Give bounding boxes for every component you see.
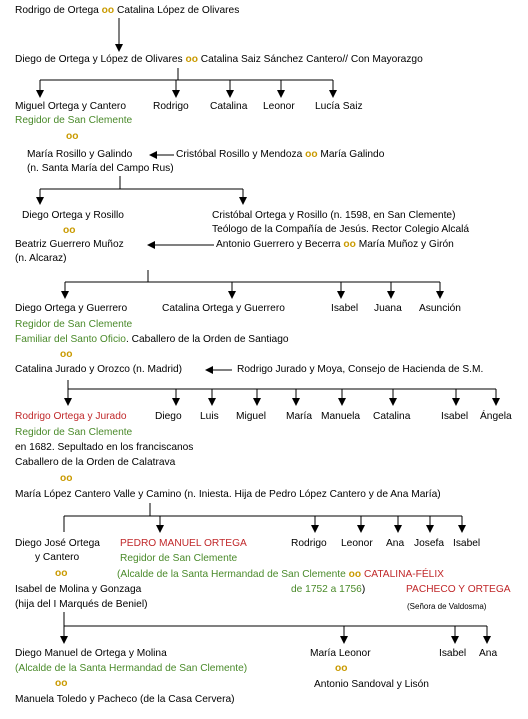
marriage-symbol-gen5: oo <box>60 349 73 360</box>
person-antonio-sandoval: Antonio Sandoval y Lisón <box>314 679 429 690</box>
office-pedro: Regidor de San Clemente <box>120 553 238 564</box>
marriage-symbol: oo <box>343 239 356 250</box>
person-isabel-gen5: Isabel <box>331 303 359 314</box>
person-lucia-saiz: Lucía Saiz <box>315 101 363 112</box>
person-maria-rosillo: María Rosillo y Galindo <box>27 149 133 160</box>
person-maria-galindo: María Galindo <box>320 149 385 160</box>
familiar-santo-oficio: Familiar del Santo Oficio <box>15 334 126 345</box>
marriage-symbol-leonor: oo <box>335 663 348 674</box>
office-rodrigo-gen6: Regidor de San Clemente <box>15 427 133 438</box>
origin-beatriz: (n. Alcaraz) <box>15 253 67 264</box>
marriage-symbol: oo <box>305 149 318 160</box>
person-josefa-gen7: Josefa <box>414 538 445 549</box>
marriage-symbol-gen6: oo <box>60 473 73 484</box>
person-miguel-ortega: Miguel Ortega y Cantero <box>15 101 126 112</box>
marriage-symbol: oo <box>185 54 198 65</box>
couple-gen1: Rodrigo de Ortega oo Catalina López de O… <box>15 5 239 17</box>
person-beatriz-guerrero: Beatriz Guerrero Muñoz <box>15 239 124 250</box>
person-maria-munoz: María Muñoz y Girón <box>358 239 454 250</box>
person-isabel-de-molina: Isabel de Molina y Gonzaga <box>15 584 142 595</box>
alcalde-close: ) <box>361 584 366 595</box>
marriage-symbol: oo <box>101 5 115 16</box>
marriage-symbol-gen4: oo <box>63 225 76 236</box>
marriage-symbol: oo <box>348 569 362 580</box>
origin-maria-rosillo: (n. Santa María del Campo Rus) <box>27 163 174 174</box>
person-leonor-gen3: Leonor <box>263 101 295 112</box>
person-catalina-lopez: Catalina López de Olivares <box>116 5 240 16</box>
note-isabel-de-molina: (hija del I Marqués de Beniel) <box>15 599 148 610</box>
marriage-symbol-gen7: oo <box>55 568 68 579</box>
person-rodrigo-de-ortega: Rodrigo de Ortega <box>15 5 99 16</box>
alcalde-years: de 1752 a 1756 <box>291 584 362 595</box>
marriage-symbol-gen3: oo <box>66 131 79 142</box>
person-isabel-gen7: Isabel <box>453 538 481 549</box>
office-diego-gen5: Regidor de San Clemente <box>15 319 133 330</box>
person-miguel-gen6: Miguel <box>236 411 267 422</box>
person-maria-gen6: María <box>286 411 313 422</box>
caballero-santiago: . Caballero de la Orden de Santiago <box>125 334 289 345</box>
alcalde-pedro: (Alcalde de la Santa Hermandad de San Cl… <box>117 569 346 580</box>
person-diego-manuel-ortega-molina: Diego Manuel de Ortega y Molina <box>15 648 167 659</box>
note-rodrigo-calatrava: Caballero de la Orden de Calatrava <box>15 457 176 468</box>
person-catalina-ortega-guerrero: Catalina Ortega y Guerrero <box>162 303 285 314</box>
office-diego-manuel: (Alcalde de la Santa Hermandad de San Cl… <box>15 663 248 674</box>
person-maria-lopez-cantero: María López Cantero Valle y Camino (n. I… <box>15 489 441 500</box>
person-isabel-gen8: Isabel <box>439 648 467 659</box>
title-senora-valdosma: (Señora de Valdosma) <box>407 602 487 611</box>
person-juana-gen5: Juana <box>374 303 402 314</box>
note-cristobal: Teólogo de la Compañía de Jesús. Rector … <box>212 224 470 235</box>
person-ana-gen7: Ana <box>386 538 405 549</box>
person-rodrigo-gen3: Rodrigo <box>153 101 189 112</box>
person-diego-ortega-rosillo: Diego Ortega y Rosillo <box>22 210 124 221</box>
person-manuela-gen6: Manuela <box>321 411 361 422</box>
person-diego-de-ortega: Diego de Ortega y López de Olivares <box>15 54 183 65</box>
person-diego-ortega-guerrero: Diego Ortega y Guerrero <box>15 303 128 314</box>
person-catalina-saiz: Catalina Saiz Sánchez Cantero// Con Mayo… <box>200 54 423 65</box>
person-pedro-manuel-ortega: PEDRO MANUEL ORTEGA <box>120 538 247 549</box>
person-rodrigo-gen7: Rodrigo <box>291 538 327 549</box>
person-manuela-toledo: Manuela Toledo y Pacheco (de la Casa Cer… <box>15 694 235 705</box>
office-miguel: Regidor de San Clemente <box>15 115 133 126</box>
note-rodrigo-1682: en 1682. Sepultado en los franciscanos <box>15 442 194 453</box>
person-leonor-gen7: Leonor <box>341 538 373 549</box>
couple-gen2: Diego de Ortega y López de Olivares oo C… <box>15 54 423 66</box>
person-luis-gen6: Luis <box>200 411 219 422</box>
person-isabel-gen6: Isabel <box>441 411 469 422</box>
person-rodrigo-ortega-jurado: Rodrigo Ortega y Jurado <box>15 411 127 422</box>
person-diego-jose-ortega-line2: y Cantero <box>35 552 80 563</box>
couple-rosillo-parents: Cristóbal Rosillo y Mendoza oo María Gal… <box>176 149 384 161</box>
person-cristobal-rosillo: Cristóbal Rosillo y Mendoza <box>176 149 303 160</box>
person-rodrigo-jurado-moya: Rodrigo Jurado y Moya, Consejo de Hacien… <box>237 364 484 375</box>
person-diego-jose-ortega: Diego José Ortega <box>15 538 100 549</box>
note-diego-gen5: Familiar del Santo Oficio. Caballero de … <box>15 334 289 346</box>
person-catalina-gen6: Catalina <box>373 411 411 422</box>
pedro-years-line: de 1752 a 1756) <box>291 584 365 596</box>
person-asuncion-gen5: Asunción <box>419 303 461 314</box>
person-angela-gen6: Ángela <box>480 411 512 422</box>
person-pacheco-y-ortega: PACHECO Y ORTEGA <box>406 584 511 595</box>
person-maria-leonor: María Leonor <box>310 648 371 659</box>
person-catalina-felix: CATALINA-FÉLIX <box>363 569 444 580</box>
pedro-alcalde-line: (Alcalde de la Santa Hermandad de San Cl… <box>117 569 444 581</box>
person-catalina-jurado: Catalina Jurado y Orozco (n. Madrid) <box>15 364 183 375</box>
person-antonio-guerrero: Antonio Guerrero y Becerra <box>216 239 341 250</box>
person-diego-gen6: Diego <box>155 411 182 422</box>
person-catalina-gen3: Catalina <box>210 101 248 112</box>
person-ana-gen8: Ana <box>479 648 498 659</box>
couple-guerrero-parents: Antonio Guerrero y Becerra oo María Muño… <box>216 239 454 251</box>
person-cristobal-ortega-rosillo: Cristóbal Ortega y Rosillo (n. 1598, en … <box>212 210 456 221</box>
marriage-symbol-gen8: oo <box>55 678 68 689</box>
